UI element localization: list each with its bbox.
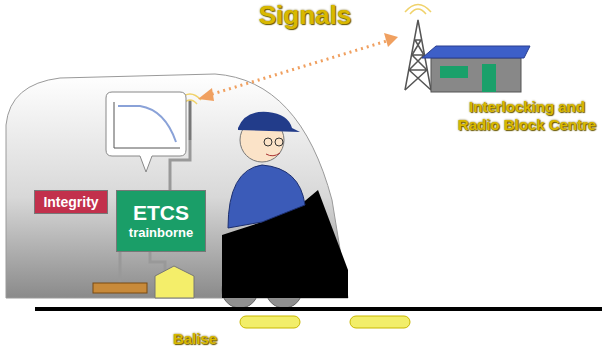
rbc-label: Interlocking and Radio Block Centre <box>452 98 602 134</box>
driver-cap <box>238 112 300 132</box>
glasses <box>275 138 283 146</box>
radio-wave <box>405 5 431 13</box>
arrow-head <box>198 88 214 101</box>
wire <box>150 252 165 272</box>
braking-curve <box>118 106 176 142</box>
building-roof <box>422 46 530 58</box>
display-bubble <box>106 92 186 172</box>
driver-body <box>228 165 305 228</box>
balise <box>350 316 410 328</box>
display-axes <box>114 102 180 148</box>
rail <box>35 307 602 311</box>
train-antenna <box>189 100 192 140</box>
balise <box>240 316 300 328</box>
window <box>440 66 468 78</box>
balise-antenna <box>93 283 147 293</box>
wire <box>119 252 122 283</box>
building <box>431 58 521 92</box>
sensor <box>155 266 194 298</box>
arrow-head <box>384 33 398 47</box>
node-heading: Integrity <box>43 194 98 210</box>
integrity-box: Integrity <box>34 190 108 214</box>
etcs-box: ETCStrainborne <box>116 190 206 252</box>
door <box>482 64 496 92</box>
balise-label: Balise <box>160 330 230 348</box>
radio-link <box>206 40 390 96</box>
train-cab <box>6 74 348 298</box>
node-heading: ETCS <box>133 201 189 225</box>
mouth <box>266 153 280 156</box>
glasses <box>264 138 272 146</box>
radio-wave <box>410 9 426 14</box>
node-body: trainborne <box>129 226 193 241</box>
title: Signals <box>250 0 360 31</box>
